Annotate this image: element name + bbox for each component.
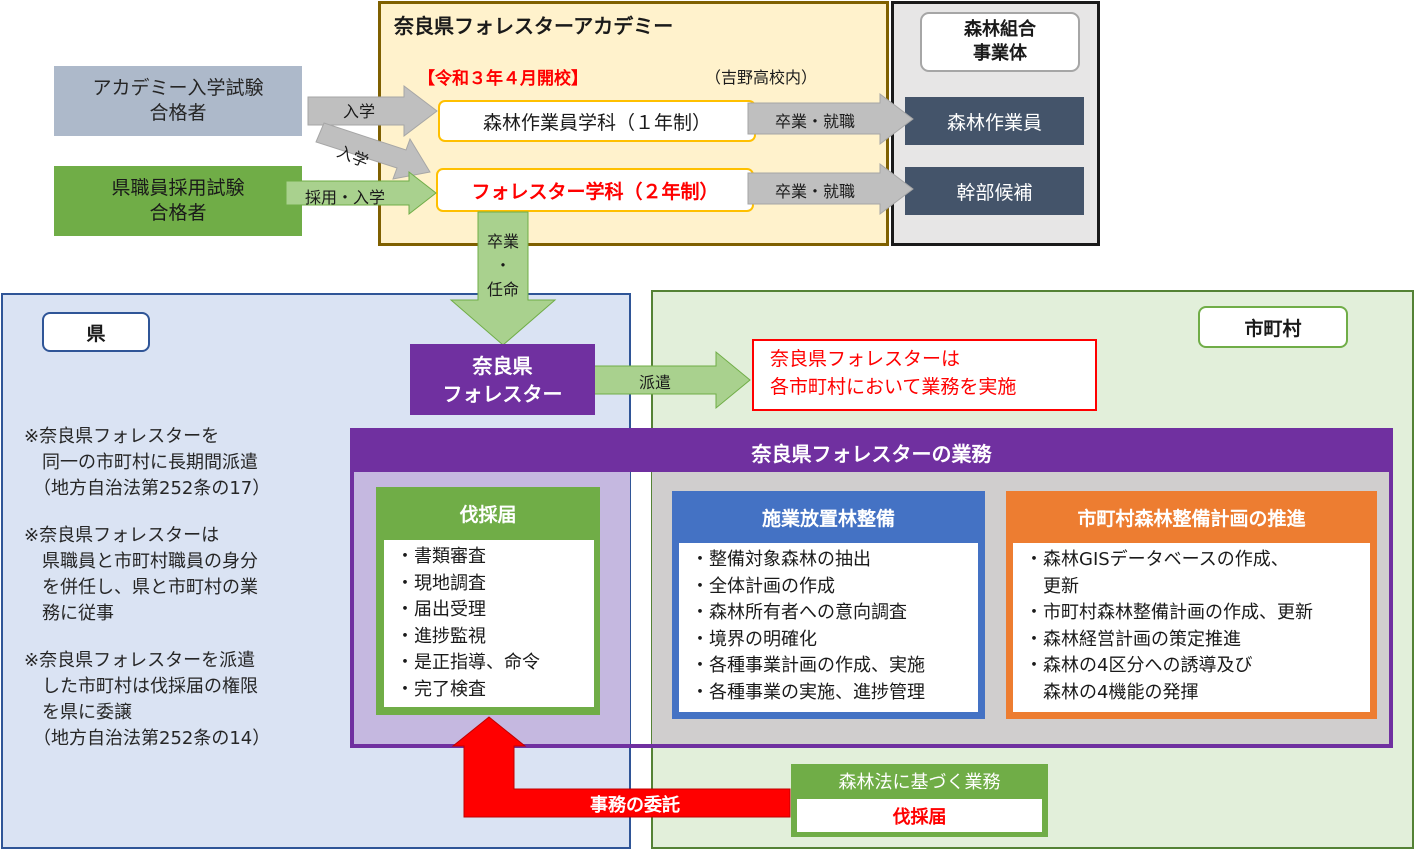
municipal-plan-items: ・森林GISデータベースの作成、 更新 ・市町村森林整備計画の作成、更新 ・森林… <box>1025 547 1370 706</box>
note-line: ※奈良県フォレスターを派遣 <box>24 650 256 671</box>
municipality-label: 市町村 <box>1198 306 1348 348</box>
note-line: した市町村は伐採届の権限 <box>24 676 258 697</box>
duties-title: 奈良県フォレスターの業務 <box>354 432 1389 472</box>
duties-frame <box>350 428 1393 748</box>
prefecture-note-1: ※奈良県フォレスターを 同一の市町村に長期間派遣 （地方自治法第252条の17） <box>24 424 344 502</box>
forest-cooperative-title: 森林組合 事業体 <box>920 12 1080 72</box>
nara-forester-box: 奈良県 フォレスター <box>410 344 595 415</box>
list-item: ・各種事業の実施、進捗管理 <box>691 681 925 703</box>
forest-law-item: 伐採届 <box>797 799 1042 832</box>
forest-worker-role: 森林作業員 <box>905 97 1084 145</box>
prefecture-label: 県 <box>42 312 150 352</box>
leader-candidate-role: 幹部候補 <box>905 167 1084 215</box>
felling-notice-list: ・書類審査 ・現地調査 ・届出受理 ・進捗監視 ・是正指導、命令 ・完了検査 <box>384 540 594 707</box>
course-forest-worker: 森林作業員学科（１年制） <box>438 100 756 142</box>
list-item: ・是正指導、命令 <box>396 652 540 673</box>
label-grad-appoint-2: ・ <box>494 256 511 275</box>
label-grad-job-1: 卒業・就職 <box>775 112 856 131</box>
felling-notice-title: 伐採届 <box>459 503 517 526</box>
neglected-forest-items: ・整備対象森林の抽出 ・全体計画の作成 ・森林所有者への意向調査 ・境界の明確化… <box>691 547 978 706</box>
pref-exam-line1: 県職員採用試験 <box>111 177 245 199</box>
neglected-forest-list: ・整備対象森林の抽出 ・全体計画の作成 ・森林所有者への意向調査 ・境界の明確化… <box>679 543 978 712</box>
academy-location: （吉野高校内） <box>705 68 818 87</box>
pref-exam-line2: 合格者 <box>149 202 207 224</box>
label-grad-appoint: 卒業 ・ 任命 <box>478 230 528 302</box>
academy-opening: 【令和３年４月開校】 <box>418 69 588 89</box>
course-forester: フォレスター学科（２年制） <box>436 168 754 212</box>
list-item: ・各種事業計画の作成、実施 <box>691 655 925 676</box>
note-line: ※奈良県フォレスターを <box>24 426 220 447</box>
felling-notice-items: ・書類審査 ・現地調査 ・届出受理 ・進捗監視 ・是正指導、命令 ・完了検査 <box>396 544 594 703</box>
note-line: （地方自治法第252条の17） <box>24 478 271 499</box>
list-item: ・完了検査 <box>396 678 486 700</box>
label-enroll-1: 入学 <box>343 102 376 121</box>
note-line: 務に従事 <box>24 603 114 624</box>
label-delegation: 事務の委託 <box>590 795 680 816</box>
label-enroll-2: 入学 <box>334 141 372 172</box>
note-line: 同一の市町村に長期間派遣 <box>24 452 258 473</box>
pref-exam-passers: 県職員採用試験 合格者 <box>54 166 302 236</box>
forest-cooperative-title-line1: 森林組合 <box>964 19 1036 40</box>
list-item: ・森林所有者への意向調査 <box>691 602 907 623</box>
list-item: 更新 <box>1025 575 1079 597</box>
municipality-note-line2: 各市町村において業務を実施 <box>770 376 1017 398</box>
label-hire-enroll: 採用・入学 <box>305 188 386 207</box>
neglected-forest-title: 施業放置林整備 <box>761 507 895 530</box>
list-item: ・届出受理 <box>396 599 486 620</box>
municipality-note: 奈良県フォレスターは 各市町村において業務を実施 <box>752 339 1097 411</box>
academy-exam-line1: アカデミー入学試験 <box>92 77 264 99</box>
list-item: ・全体計画の作成 <box>691 575 835 597</box>
label-grad-job-2: 卒業・就職 <box>775 182 856 201</box>
academy-exam-line2: 合格者 <box>149 102 207 124</box>
nara-forester-line1: 奈良県 <box>472 353 533 378</box>
list-item: ・進捗監視 <box>396 625 486 647</box>
note-line: 県職員と市町村職員の身分 <box>24 551 258 572</box>
list-item: ・森林経営計画の策定推進 <box>1025 628 1241 650</box>
label-grad-appoint-1: 卒業 <box>486 232 519 251</box>
label-dispatch: 派遣 <box>639 373 672 392</box>
list-item: ・現地調査 <box>396 572 486 594</box>
forest-cooperative-title-line2: 事業体 <box>973 43 1027 64</box>
label-grad-appoint-3: 任命 <box>486 280 519 299</box>
list-item: ・森林の4区分への誘導及び <box>1025 655 1253 676</box>
nara-forester-line2: フォレスター <box>442 381 563 406</box>
forest-law-title: 森林法に基づく業務 <box>838 772 1001 793</box>
academy-exam-passers: アカデミー入学試験 合格者 <box>54 66 302 136</box>
municipal-plan-title: 市町村森林整備計画の推進 <box>1077 507 1306 530</box>
list-item: ・境界の明確化 <box>691 628 817 650</box>
prefecture-note-2: ※奈良県フォレスターは 県職員と市町村職員の身分 を併任し、県と市町村の業 務に… <box>24 523 344 627</box>
municipality-note-line1: 奈良県フォレスターは <box>770 348 961 370</box>
academy-title: 奈良県フォレスターアカデミー <box>394 14 674 38</box>
note-line: （地方自治法第252条の14） <box>24 728 271 749</box>
note-line: ※奈良県フォレスターは <box>24 525 220 546</box>
municipal-plan-list: ・森林GISデータベースの作成、 更新 ・市町村森林整備計画の作成、更新 ・森林… <box>1013 543 1370 712</box>
list-item: ・森林GISデータベースの作成、 <box>1025 549 1289 570</box>
note-line: を併任し、県と市町村の業 <box>24 577 258 598</box>
note-line: を県に委譲 <box>24 702 132 723</box>
list-item: ・整備対象森林の抽出 <box>691 549 871 570</box>
prefecture-notes: ※奈良県フォレスターを 同一の市町村に長期間派遣 （地方自治法第252条の17）… <box>24 424 344 752</box>
prefecture-note-3: ※奈良県フォレスターを派遣 した市町村は伐採届の権限 を県に委譲 （地方自治法第… <box>24 648 344 752</box>
list-item: 森林の4機能の発揮 <box>1025 681 1199 703</box>
list-item: ・市町村森林整備計画の作成、更新 <box>1025 602 1313 623</box>
list-item: ・書類審査 <box>396 546 486 567</box>
